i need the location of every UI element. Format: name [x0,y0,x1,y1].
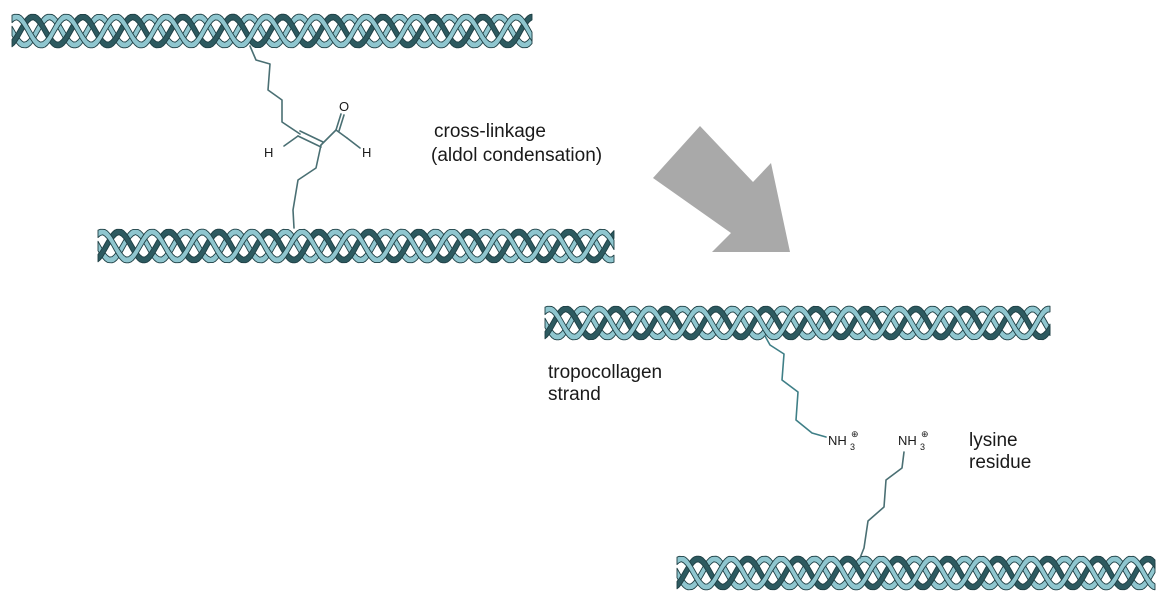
h-left-bond [283,135,299,147]
amine-upper-label: NH [828,433,847,448]
helix-top-left [11,13,533,49]
lysine-chain-lower [859,451,905,559]
residue-label: residue [969,452,1031,473]
amine-upper-subscript: 3 [850,442,855,452]
amine-upper-charge: ⊕ [851,429,859,439]
helix-strand [97,228,615,264]
aldol-condensation-label: (aldol condensation) [431,145,602,166]
helix-strand [544,305,1051,341]
oxygen-atom-label: O [339,99,349,114]
helix-strand [544,305,1051,341]
aldehyde-bond [320,129,348,146]
helix-top-right [544,305,1051,341]
carbonyl-bond-b [338,114,345,132]
lower-side-chain [292,144,322,229]
double-bond-b [299,130,324,143]
amine-lower-charge: ⊕ [921,429,929,439]
helix-bottom-left [97,228,615,264]
helix-bottom-right [676,555,1156,591]
amine-lower-label: NH [898,433,917,448]
carbonyl-bond-a [335,113,342,131]
lysine-chain-upper [764,335,827,438]
strand-label: strand [548,384,601,405]
amine-lower-subscript: 3 [920,442,925,452]
hydrogen-right-label: H [362,145,371,160]
upper-side-chain [249,45,301,135]
aldehyde-h-bond [346,137,361,149]
helix-strand [676,555,1156,591]
aldol-crosslink-chain [249,45,361,229]
double-bond-a [297,135,322,148]
cross-linkage-label: cross-linkage [434,121,546,142]
reaction-arrow [653,126,790,252]
hydrogen-left-label: H [264,145,273,160]
amine-upper-main: NH [828,433,847,448]
helix-strand [11,13,533,49]
amine-lower-main: NH [898,433,917,448]
tropocollagen-label: tropocollagen [548,362,662,383]
lysine-label: lysine [969,430,1018,451]
